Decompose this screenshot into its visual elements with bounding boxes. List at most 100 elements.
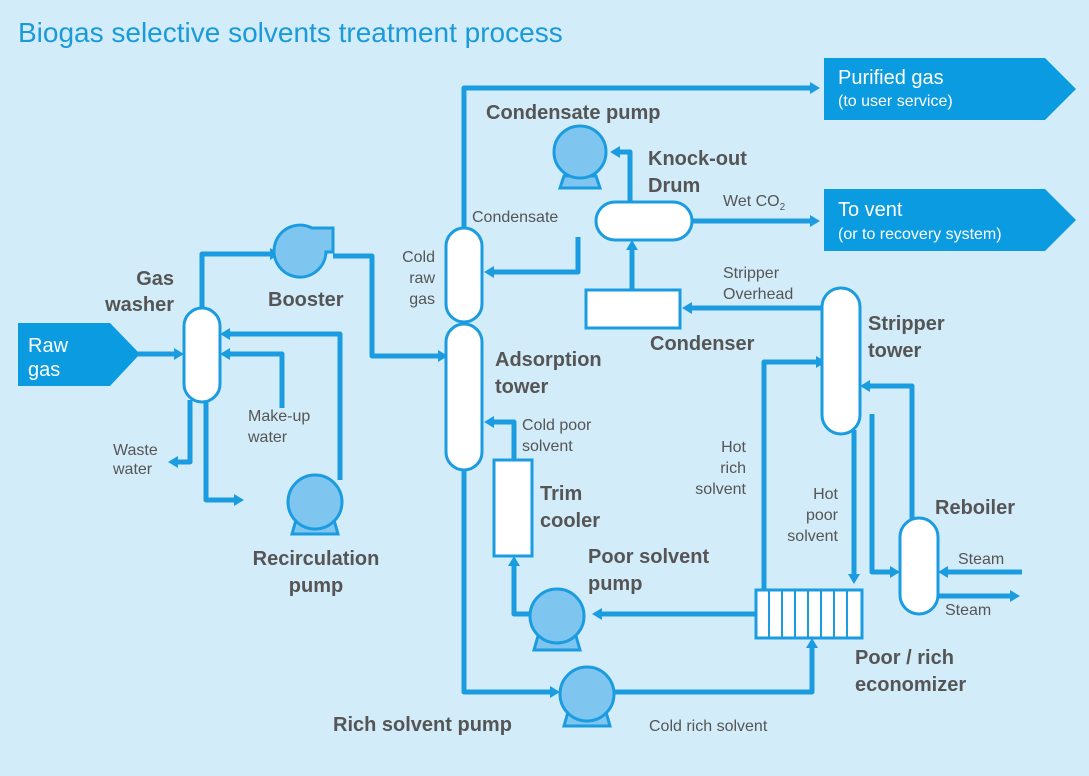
pipe-cold-rich-solvent bbox=[614, 646, 815, 695]
steam-out-label: Steam bbox=[945, 602, 991, 619]
raw-gas-arrow bbox=[18, 323, 140, 386]
raw-gas-input: Raw gas bbox=[18, 323, 140, 386]
arrowhead bbox=[550, 686, 560, 698]
purified-gas-sublabel: (to user service) bbox=[838, 93, 953, 110]
rich-solvent-pump-icon bbox=[558, 665, 616, 723]
poor-solvent-pump-unit bbox=[528, 587, 586, 652]
condensate-stream-label: Condensate bbox=[472, 209, 558, 226]
economizer-label-line2: economizer bbox=[855, 674, 966, 696]
trim-cooler-label-line2: cooler bbox=[540, 510, 600, 532]
arrowhead bbox=[220, 328, 230, 340]
purified-gas-arrow bbox=[824, 58, 1076, 120]
recirculation-pump-unit bbox=[286, 473, 344, 536]
booster-label: Booster bbox=[268, 289, 344, 311]
knockout-drum-vessel bbox=[594, 200, 694, 242]
gas-washer-label-line1: Gas bbox=[136, 268, 174, 290]
hot-poor-solvent-label-line1: Hot bbox=[813, 486, 838, 503]
adsorption-tower-label-line2: tower bbox=[495, 376, 549, 398]
cold-raw-gas-vessel bbox=[444, 226, 484, 324]
cold-poor-solvent-label-line1: Cold poor bbox=[522, 417, 592, 434]
arrowhead bbox=[168, 456, 178, 468]
hot-rich-solvent-label-line2: rich bbox=[720, 460, 746, 477]
to-vent-label: To vent bbox=[838, 199, 903, 221]
arrowhead bbox=[810, 215, 820, 227]
arrowhead bbox=[508, 556, 520, 566]
trim-cooler-label-line1: Trim bbox=[540, 483, 582, 505]
pipe-reboiler-return bbox=[868, 383, 915, 522]
arrowhead bbox=[810, 82, 820, 94]
condensate-pump-icon bbox=[552, 124, 608, 180]
arrowhead bbox=[938, 566, 948, 578]
cold-raw-gas-label-line3: gas bbox=[409, 291, 435, 308]
hot-poor-solvent-label-line2: poor bbox=[806, 507, 839, 524]
arrowhead bbox=[234, 494, 244, 506]
arrowhead bbox=[592, 608, 602, 620]
economizer-label-line1: Poor / rich bbox=[855, 647, 954, 669]
gas-washer-label-line2: washer bbox=[104, 294, 174, 316]
recirculation-pump-label-line1: Recirculation bbox=[253, 548, 380, 570]
raw-gas-label-line2: gas bbox=[28, 359, 60, 381]
reboiler-vessel bbox=[898, 516, 940, 616]
pipe-adsorption-richpump bbox=[461, 468, 552, 695]
adsorption-tower-vessel bbox=[444, 322, 484, 472]
pipe-waste-water bbox=[176, 400, 193, 465]
to-vent-arrow bbox=[824, 189, 1076, 251]
arrowhead bbox=[848, 574, 860, 584]
hot-rich-solvent-label-line3: solvent bbox=[695, 481, 746, 498]
pipe-make-up-water bbox=[228, 351, 285, 408]
arrowhead bbox=[682, 302, 692, 314]
adsorption-tower-label-line1: Adsorption bbox=[495, 349, 602, 371]
rich-solvent-pump-unit bbox=[558, 665, 616, 728]
cold-poor-solvent-label-line2: solvent bbox=[522, 438, 573, 455]
cold-raw-gas-label-line1: Cold bbox=[402, 249, 435, 266]
waste-water-label-line2: water bbox=[112, 461, 153, 478]
pipe-drum-cpump bbox=[618, 149, 633, 202]
condensate-pump-label: Condensate pump bbox=[486, 102, 660, 124]
waste-water-label-line1: Waste bbox=[113, 442, 158, 459]
arrowhead bbox=[610, 146, 620, 158]
condenser-label: Condenser bbox=[650, 333, 755, 355]
arrowhead bbox=[484, 266, 494, 278]
arrowhead bbox=[626, 240, 638, 250]
pipe-cold-poor-solvent bbox=[492, 419, 517, 460]
purified-gas-label: Purified gas bbox=[838, 67, 944, 89]
pipe-condensate bbox=[492, 237, 581, 275]
pipes bbox=[138, 82, 1022, 698]
pipe-washer-recirc bbox=[203, 400, 236, 503]
stripper-overhead-label-line2: Overhead bbox=[723, 286, 793, 303]
stripper-tower-label-line1: Stripper bbox=[868, 313, 945, 335]
poor-solvent-pump-icon bbox=[528, 587, 586, 645]
arrowhead bbox=[1010, 590, 1020, 602]
purified-gas-output: Purified gas (to user service) bbox=[824, 58, 1076, 120]
steam-in-label: Steam bbox=[958, 551, 1004, 568]
pipe-stripper-reboiler bbox=[869, 414, 892, 575]
booster-icon bbox=[272, 223, 335, 279]
gas-washer-vessel bbox=[182, 306, 222, 404]
pipe-purified-gas bbox=[461, 85, 812, 230]
recirculation-pump-label-line2: pump bbox=[289, 575, 343, 597]
condenser-box bbox=[584, 288, 682, 330]
hot-poor-solvent-label-line3: solvent bbox=[787, 528, 838, 545]
hot-rich-solvent-label-line1: Hot bbox=[721, 439, 746, 456]
diagram-title: Biogas selective solvents treatment proc… bbox=[18, 17, 563, 48]
pipe-booster-adsorption bbox=[333, 253, 440, 359]
condensate-pump-unit bbox=[552, 124, 608, 190]
stripper-tower-vessel bbox=[820, 286, 862, 436]
arrowhead bbox=[174, 348, 184, 360]
pipe-poorpump-trimcooler bbox=[511, 564, 530, 617]
cold-raw-gas-label-line2: raw bbox=[409, 270, 435, 287]
poor-solvent-pump-label-line1: Poor solvent bbox=[588, 546, 709, 568]
reboiler-label: Reboiler bbox=[935, 497, 1015, 519]
booster-blower bbox=[272, 223, 335, 279]
arrowhead bbox=[890, 566, 900, 578]
pipe-recirc-return bbox=[228, 331, 343, 480]
to-vent-sublabel: (or to recovery system) bbox=[838, 226, 1002, 243]
recirculation-pump-icon bbox=[286, 473, 344, 531]
poor-solvent-pump-label-line2: pump bbox=[588, 573, 642, 595]
stripper-tower-label-line2: tower bbox=[868, 340, 922, 362]
arrowhead bbox=[438, 350, 448, 362]
knockout-drum-label-line2: Drum bbox=[648, 175, 700, 197]
arrowhead bbox=[484, 416, 494, 428]
stripper-overhead-label-line1: Stripper bbox=[723, 265, 780, 282]
